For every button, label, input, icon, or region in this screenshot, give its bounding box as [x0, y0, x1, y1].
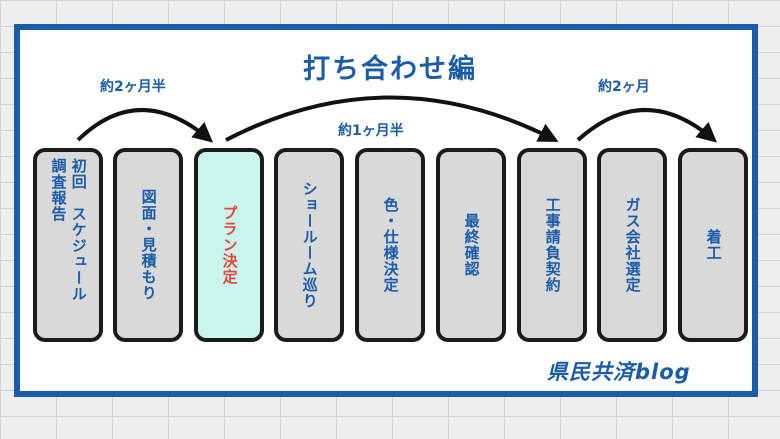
duration-label-1: 約2ヶ月半 [100, 79, 166, 95]
arrow-contract-period [225, 95, 559, 142]
step-label: 図面・見積もり [139, 189, 158, 301]
step-groundbreaking: 着工 [678, 148, 748, 342]
step-gas-company: ガス会社選定 [597, 148, 667, 342]
step-final-check: 最終確認 [436, 148, 506, 342]
step-label: 色・仕様決定 [381, 197, 400, 293]
step-label: ショールーム巡り [300, 181, 319, 309]
step-label-line: 調査報告 [49, 158, 68, 222]
step-color-spec: 色・仕様決定 [355, 148, 425, 342]
duration-label-2: 約1ヶ月半 [338, 123, 404, 139]
step-initial-schedule: 初回 スケジュール 調査報告 [33, 148, 103, 342]
step-plan-decision: プラン決定 [194, 148, 264, 342]
blog-logo: 県民共済blog [547, 360, 691, 384]
step-construction-contract: 工事請負契約 [517, 148, 587, 342]
step-label: プラン決定 [220, 205, 239, 285]
step-label-line: 初回 スケジュール [69, 158, 88, 302]
step-label: 最終確認 [462, 213, 481, 277]
step-label: 工事請負契約 [543, 197, 562, 293]
step-label: 着工 [704, 229, 723, 261]
step-drawings-estimate: 図面・見積もり [113, 148, 183, 342]
duration-label-3: 約2ヶ月 [598, 79, 650, 95]
step-label: ガス会社選定 [623, 197, 642, 293]
diagram-title: 打ち合わせ編 [303, 54, 477, 85]
arrow-plan-period [76, 108, 214, 143]
step-showroom-tour: ショールーム巡り [274, 148, 344, 342]
arrow-construction-period [576, 108, 718, 143]
